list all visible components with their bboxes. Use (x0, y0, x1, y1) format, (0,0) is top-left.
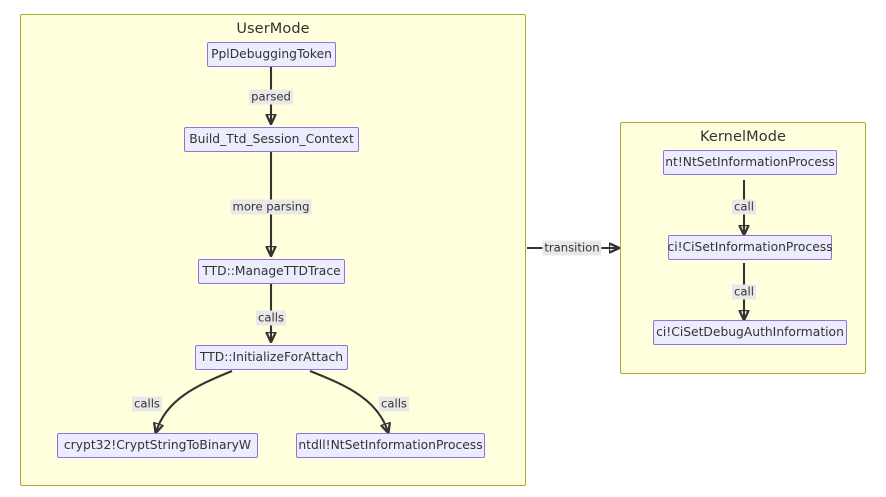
edge-label-more-parsing: more parsing (230, 199, 312, 215)
node-ntdll-ntsetinformationprocess[interactable]: ntdll!NtSetInformationProcess (296, 433, 485, 458)
edge-label-transition: transition (542, 240, 602, 256)
node-ci-cisetinformationprocess[interactable]: ci!CiSetInformationProcess (667, 235, 833, 260)
edge-label-parsed: parsed (249, 89, 293, 105)
node-crypt32-cryptstringtobinaryw[interactable]: crypt32!CryptStringToBinaryW (57, 433, 258, 458)
node-ttd-manage-ttd-trace[interactable]: TTD::ManageTTDTrace (198, 259, 345, 284)
node-build-ttd-session-context[interactable]: Build_Ttd_Session_Context (184, 127, 359, 152)
node-ci-cisetdebugauthinformation[interactable]: ci!CiSetDebugAuthInformation (653, 320, 847, 345)
edge-label-call-ciset-cidebug: call (732, 284, 756, 300)
edge-label-calls-init-crypt: calls (132, 396, 162, 412)
edge-label-calls-init-ntdll: calls (379, 396, 409, 412)
subgraph-usermode: UserMode (20, 14, 526, 486)
edge-label-calls-manage-init: calls (256, 310, 286, 326)
node-ttd-initialize-for-attach[interactable]: TTD::InitializeForAttach (195, 345, 348, 370)
node-nt-ntsetinformationprocess[interactable]: nt!NtSetInformationProcess (663, 150, 837, 175)
subgraph-usermode-title: UserMode (236, 21, 310, 37)
subgraph-kernelmode-title: KernelMode (699, 129, 787, 145)
node-ppl-debugging-token[interactable]: PplDebuggingToken (207, 42, 336, 67)
edge-label-call-ntset-ciset: call (732, 199, 756, 215)
